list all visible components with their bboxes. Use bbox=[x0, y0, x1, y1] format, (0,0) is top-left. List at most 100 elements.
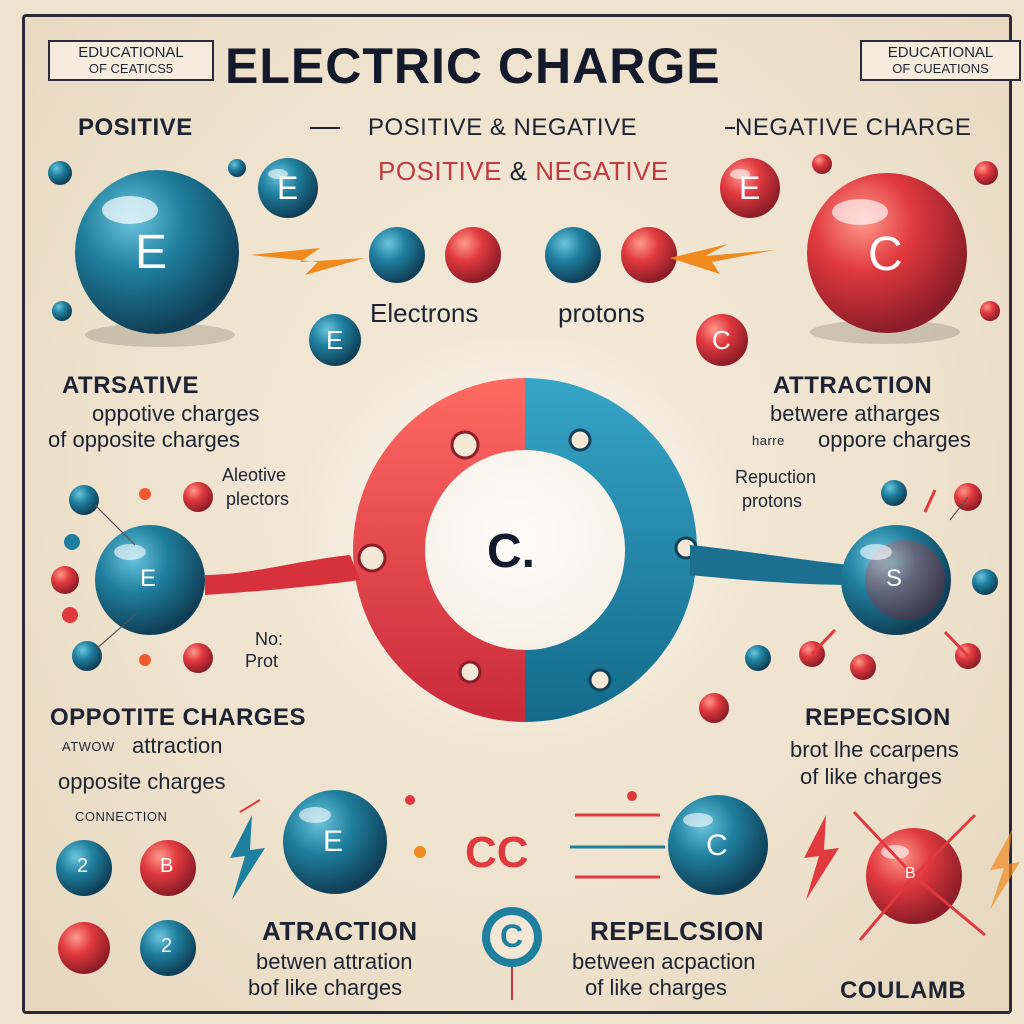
proton-rays bbox=[852, 810, 986, 941]
mid-electron-ball bbox=[309, 314, 361, 366]
scatter-dot bbox=[72, 641, 102, 671]
big-positive-sphere bbox=[75, 170, 239, 347]
magnet-red-half bbox=[352, 378, 525, 722]
subheader: POSITIVE & NEGATIVE bbox=[378, 156, 669, 186]
header-right: NEGATIVE CHARGE bbox=[735, 114, 972, 141]
bottom-small-ball bbox=[140, 840, 196, 896]
bottom-right-line2: of like charges bbox=[585, 975, 727, 1000]
right-block2-heading: REPECSION bbox=[805, 704, 951, 731]
left-small-line1: Aleotive bbox=[222, 465, 287, 485]
right-block1-line1: betwere atharges bbox=[770, 401, 940, 426]
left-small-line2: plectors bbox=[226, 489, 290, 509]
bottom-electron-sphere bbox=[283, 790, 387, 894]
page-title: ELECTRIC CHARGE bbox=[225, 38, 721, 94]
scatter-dot bbox=[62, 607, 78, 623]
top-proton-ball bbox=[720, 158, 780, 218]
proton-particle-1 bbox=[445, 227, 501, 283]
badge-line: EDUCATIONAL bbox=[78, 44, 184, 61]
lightning-left-icon bbox=[250, 248, 365, 275]
scatter-dot bbox=[183, 643, 213, 673]
ball-letter: C bbox=[706, 829, 728, 862]
scatter-dot bbox=[51, 566, 79, 594]
connector-left bbox=[205, 555, 360, 595]
right-small-line2: protons bbox=[742, 491, 803, 511]
scatter-dot bbox=[139, 488, 151, 500]
ball-letter: E bbox=[277, 170, 299, 206]
subheader-positive: POSITIVE bbox=[378, 156, 502, 186]
electron-particle-2 bbox=[545, 227, 601, 283]
repulsion-arrows bbox=[575, 813, 660, 879]
scatter-dot bbox=[850, 654, 876, 680]
ball-letter: 2 bbox=[77, 855, 89, 877]
right-block1-prefix: harre bbox=[752, 433, 785, 448]
badge-educational-right: EDUCATIONAL OF CUEATIONS bbox=[860, 40, 1021, 81]
left-block2-line2: opposite charges bbox=[58, 769, 226, 794]
bottom-right-heading: REPELCSION bbox=[590, 916, 765, 946]
left-block1-line2: of opposite charges bbox=[48, 427, 241, 452]
corner-dot bbox=[48, 161, 72, 185]
right-proton-sphere bbox=[841, 525, 951, 635]
footer-coulomb: COULAMB bbox=[840, 977, 967, 1004]
electron-particle-1 bbox=[369, 227, 425, 283]
bottom-right-electron-sphere bbox=[668, 795, 768, 895]
ball-letter: E bbox=[739, 170, 761, 206]
badge-line: OF CEATICS5 bbox=[88, 60, 174, 76]
scatter-dot bbox=[64, 534, 80, 550]
right-block1-heading: ATTRACTION bbox=[773, 372, 933, 399]
badge-line: OF CUEATIONS bbox=[892, 60, 989, 76]
subheader-negative: NEGATIVE bbox=[535, 156, 669, 186]
mid-proton-ball bbox=[696, 314, 748, 366]
left-tiny-line1: No: bbox=[255, 629, 284, 649]
scatter-dot bbox=[183, 482, 213, 512]
badge-line: EDUCATIONAL bbox=[887, 44, 994, 61]
corner-dot bbox=[974, 161, 998, 185]
bottom-left-line2: bof like charges bbox=[248, 975, 403, 1000]
right-block2-line1: brot lhe ccarpens bbox=[790, 737, 959, 762]
ball-letter: S bbox=[886, 565, 903, 592]
scatter-dot bbox=[139, 654, 151, 666]
ball-letter: E bbox=[140, 565, 157, 592]
circle-letter: C bbox=[500, 918, 524, 954]
ball-letter: B bbox=[160, 855, 174, 877]
left-block2-line1: attraction bbox=[132, 733, 223, 758]
corner-dot bbox=[980, 301, 1000, 321]
ball-letter: C bbox=[712, 325, 731, 355]
label-protons: protons bbox=[558, 298, 645, 328]
right-small-line1: Repuction bbox=[735, 467, 817, 487]
bottom-right-line1: between acpaction bbox=[572, 949, 756, 974]
bottom-small-ball bbox=[140, 920, 196, 976]
left-block1-heading: ATRSATIVE bbox=[62, 372, 199, 399]
scatter-dot bbox=[69, 485, 99, 515]
corner-dot bbox=[812, 154, 832, 174]
scatter-dot bbox=[972, 569, 998, 595]
label-electrons: Electrons bbox=[370, 298, 479, 328]
left-block2-heading: OPPOTITE CHARGES bbox=[50, 704, 307, 731]
header-positive: POSITIVE bbox=[78, 114, 193, 141]
left-electron-sphere bbox=[95, 525, 205, 635]
bottom-small-ball bbox=[58, 922, 110, 974]
corner-dot bbox=[228, 159, 246, 177]
bottom-small-ball bbox=[56, 840, 112, 896]
connector-right bbox=[690, 545, 850, 585]
scatter-dot bbox=[699, 693, 729, 723]
bottom-lightning-red-icon bbox=[804, 815, 839, 900]
scatter-dot bbox=[745, 645, 771, 671]
bottom-lightning-blue-icon bbox=[230, 815, 265, 900]
left-block2-prefix: ATWOW bbox=[62, 739, 115, 754]
corner-dot bbox=[52, 301, 72, 321]
ball-letter: E bbox=[326, 325, 344, 355]
cc-letters: CC bbox=[465, 828, 529, 877]
scatter-dot bbox=[881, 480, 907, 506]
left-block1-line1: oppotive charges bbox=[92, 401, 260, 426]
left-block2-tiny: CONNECTION bbox=[75, 809, 168, 824]
lightning-right-icon bbox=[670, 244, 775, 274]
bottom-left-heading: ATRACTION bbox=[262, 916, 418, 946]
proton-particle-2 bbox=[621, 227, 677, 283]
big-negative-sphere bbox=[807, 173, 967, 344]
ball-letter: E bbox=[135, 226, 168, 279]
bottom-left-line1: betwen attration bbox=[256, 949, 413, 974]
badge-educational-left: EDUCATIONAL OF CEATICS5 bbox=[48, 40, 214, 81]
left-tiny-line2: Prot bbox=[245, 651, 279, 671]
ball-letter: C bbox=[868, 228, 903, 281]
